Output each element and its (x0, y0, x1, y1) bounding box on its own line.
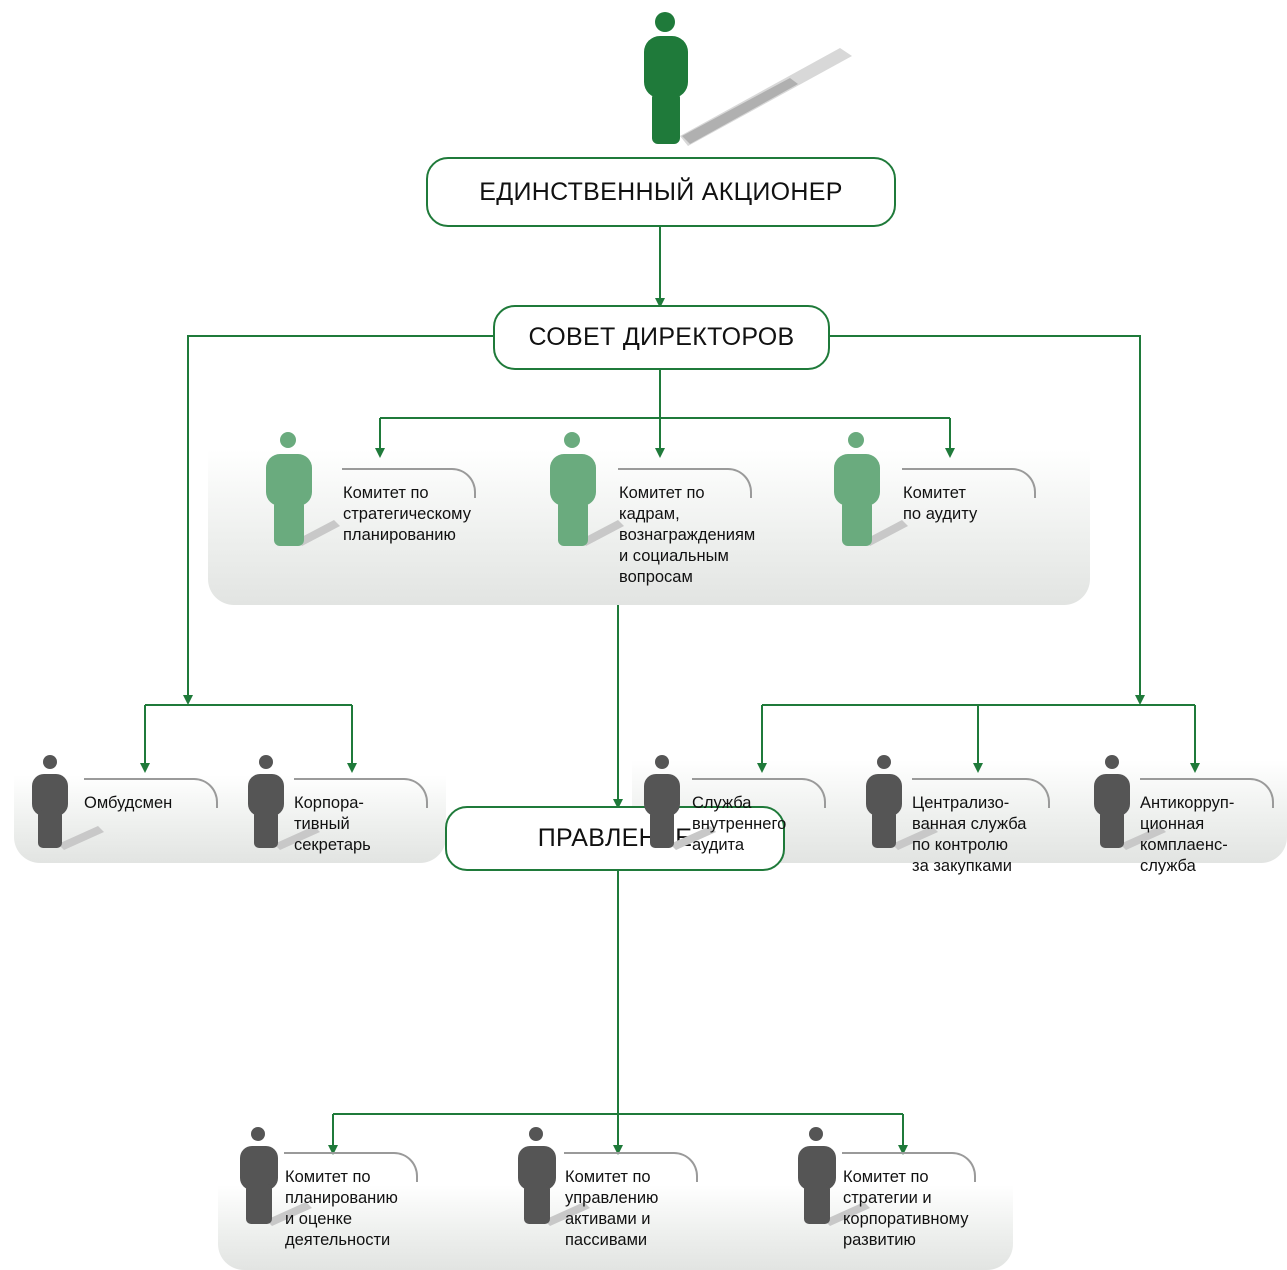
committee-planning-label: Комитет по планированию и оценке деятель… (285, 1168, 398, 1249)
procurement-label: Централизо- ванная служба по контролю за… (912, 794, 1027, 875)
ombudsman-person-icon (32, 755, 104, 850)
internal-audit-label: Служба внутреннего аудита (692, 794, 787, 854)
shareholder-person-icon (644, 12, 852, 146)
committee-development-label: Комитет по стратегии и корпоративному ра… (843, 1168, 969, 1249)
management-box: ПРАВЛЕНИЕ (445, 806, 785, 871)
committee-audit-person-icon (834, 432, 908, 546)
arrow-board-to-right-units (830, 335, 1145, 705)
compliance-label: Антикорруп- ционная комплаенс- служба (1140, 794, 1235, 875)
shareholder-box: ЕДИНСТВЕННЫЙ АКЦИОНЕР (426, 157, 896, 227)
procurement-person-icon (866, 755, 938, 850)
committee-planning-person-icon (240, 1127, 312, 1226)
secretary-label: Корпора- тивный секретарь (294, 794, 371, 854)
compliance-person-icon (1094, 755, 1166, 850)
ombudsman-label: Омбудсмен (84, 794, 173, 812)
committee-development-person-icon (798, 1127, 870, 1226)
board-box: СОВЕТ ДИРЕКТОРОВ (493, 305, 830, 370)
internal-audit-person-icon (644, 755, 716, 850)
management-committees-panel (218, 1185, 1013, 1270)
committee-assets-label: Комитет по управлению активами и пассива… (565, 1168, 659, 1249)
committee-strategy-label: Комитет по стратегическому планированию (343, 484, 471, 544)
committee-audit-label: Комитет по аудиту (903, 484, 978, 523)
arrow-board-to-left-units (183, 335, 493, 705)
committee-assets-person-icon (518, 1127, 590, 1226)
committee-hr-person-icon (550, 432, 624, 546)
committee-strategy-person-icon (266, 432, 340, 546)
committee-hr-label: Комитет по кадрам, вознаграждениям и соц… (619, 484, 756, 586)
secretary-person-icon (248, 755, 320, 850)
